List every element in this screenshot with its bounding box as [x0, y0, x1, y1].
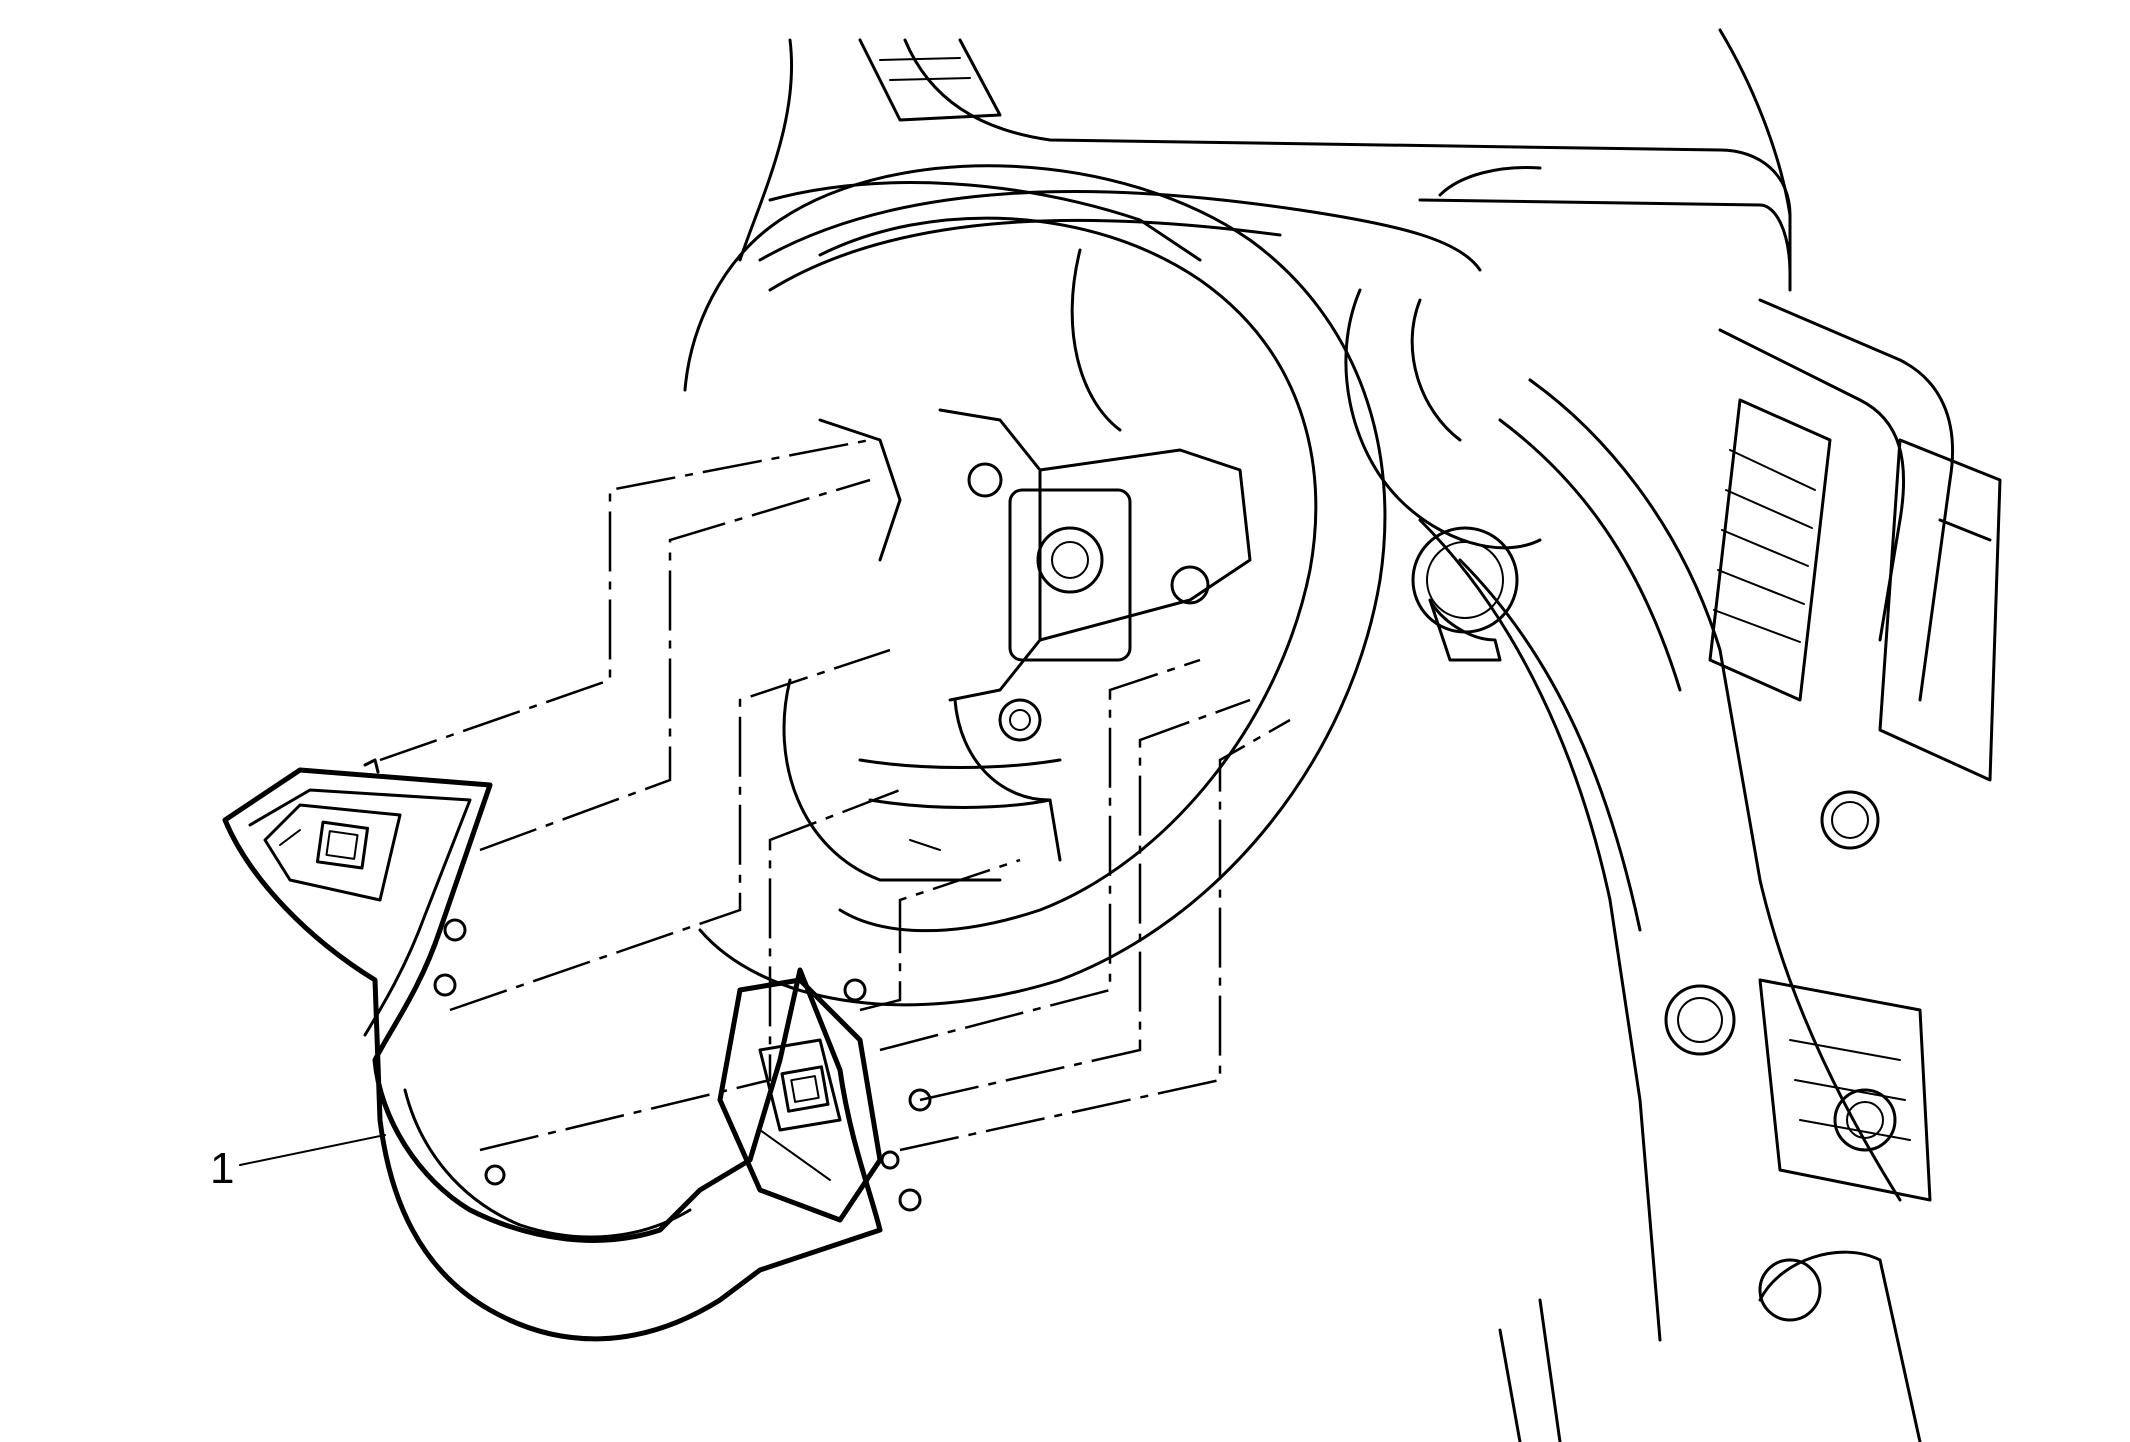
steering-wheel [683, 164, 1387, 1007]
exploded-view-guide-lines [379, 438, 1291, 1152]
lower-garnish [858, 758, 1062, 851]
steering-wheel-control-bezel [222, 758, 932, 1342]
callout-1: 1 [210, 1134, 386, 1193]
instrument-panel [738, 28, 2002, 1442]
callout-1-leader-line [239, 1134, 386, 1166]
callout-1-label: 1 [210, 1144, 234, 1193]
